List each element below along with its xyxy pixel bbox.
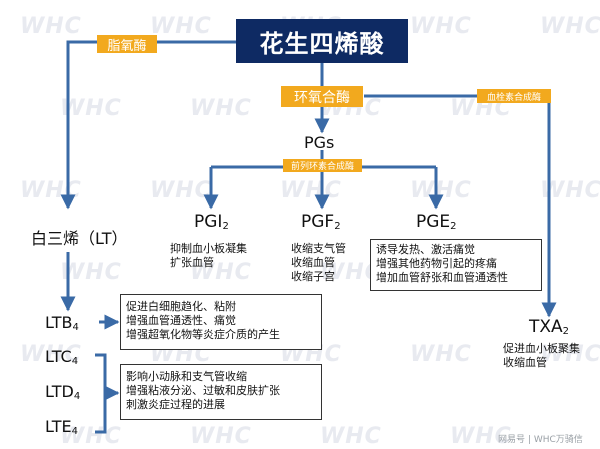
footer-credit: 网易号 | WHC万骑信 [498, 432, 583, 445]
node-pge2: PGE2 [416, 212, 457, 232]
watermark-text: WHC [190, 260, 252, 285]
desc-ltb4-line: 增强血管通透性、痛觉 [126, 314, 236, 327]
node-pge2-subscript: 2 [450, 221, 457, 232]
enzyme-prostaglandin-synthase: 前列环素合成酶 [283, 159, 362, 172]
node-lte4-subscript: 4 [71, 426, 78, 437]
watermark-text: WHC [150, 14, 212, 39]
watermark-text: WHC [20, 14, 82, 39]
watermark-text: WHC [540, 14, 600, 39]
node-pgf2-subscript: 2 [334, 221, 341, 232]
desc-ltcde-line: 增强粘液分泌、过敏和皮肤扩张 [126, 384, 280, 397]
watermark-text: WHC [60, 96, 122, 121]
bracket-ltcde [95, 353, 107, 434]
enzyme-cyclooxygenase: 环氧合酶 [281, 86, 363, 107]
node-txa2-label: TXA [529, 317, 563, 337]
footer-source: 网易号 [498, 435, 526, 445]
node-ltc4: LTC4 [45, 347, 78, 367]
footer-separator: | [527, 435, 531, 445]
title-arachidonic-acid: 花生四烯酸 [236, 19, 408, 63]
arrow-title-to-leukotriene [60, 40, 236, 210]
node-pgi2: PGI2 [194, 212, 229, 232]
node-pgi2-label: PGI [194, 212, 223, 232]
desc-pgi2: 抑制血小板凝集 扩张血管 [170, 242, 247, 270]
desc-txa2: 促进血小板聚集 收缩血管 [503, 342, 580, 370]
node-pgi2-subscript: 2 [222, 221, 229, 232]
desc-pgf2-line: 收缩支气管 [291, 242, 346, 255]
desc-ltcde-box: 影响小动脉和支气管收缩 增强粘液分泌、过敏和皮肤扩张 刺激炎症过程的进展 [120, 364, 322, 420]
desc-ltb4-line: 促进白细胞趋化、粘附 [126, 300, 236, 313]
watermark-text: WHC [190, 96, 252, 121]
desc-pge2-line: 增强其他药物引起的疼痛 [376, 257, 497, 270]
watermark-text: WHC [60, 424, 122, 449]
node-pgf2: PGF2 [301, 212, 341, 232]
node-ltb4-label: LTB [45, 313, 73, 332]
desc-ltb4-line: 增强超氧化物等炎症介质的产生 [126, 328, 280, 341]
watermark-text: WHC [20, 342, 82, 367]
node-lte4: LTE4 [45, 417, 78, 437]
node-ltd4-label: LTD [45, 382, 74, 401]
node-ltc4-subscript: 4 [71, 356, 79, 367]
desc-txa2-line: 促进血小板聚集 [503, 342, 580, 355]
enzyme-lipoxygenase: 脂氧酶 [97, 35, 157, 54]
node-pge2-label: PGE [416, 212, 451, 232]
node-ltc4-label: LTC [45, 347, 72, 366]
watermark-text: WHC [540, 342, 600, 367]
node-pgs: PGs [304, 133, 335, 152]
watermark-text: WHC [410, 342, 472, 367]
footer-account: WHC万骑信 [533, 435, 583, 445]
desc-pgi2-line: 扩张血管 [170, 256, 214, 269]
node-lte4-label: LTE [45, 417, 72, 436]
desc-pgf2-line: 收缩血管 [291, 256, 335, 269]
watermark-text: WHC [280, 178, 342, 203]
node-ltd4-subscript: 4 [73, 391, 81, 402]
node-ltd4: LTD4 [45, 382, 80, 402]
desc-ltcde-line: 刺激炎症过程的进展 [126, 398, 225, 411]
desc-txa2-line: 收缩血管 [503, 356, 547, 369]
desc-pge2-line: 诱导发热、激活痛觉 [376, 243, 475, 256]
watermark-text: WHC [450, 424, 512, 449]
watermark-text: WHC [150, 178, 212, 203]
desc-ltcde-line: 影响小动脉和支气管收缩 [126, 370, 247, 383]
node-ltb4: LTB4 [45, 313, 79, 333]
desc-pgi2-line: 抑制血小板凝集 [170, 242, 247, 255]
desc-pgf2-line: 收缩子宫 [291, 270, 335, 283]
watermark-text: WHC [60, 260, 122, 285]
node-txa2: TXA2 [529, 317, 569, 337]
desc-pgf2: 收缩支气管 收缩血管 收缩子宫 [291, 242, 346, 284]
watermark-text: WHC [320, 424, 382, 449]
watermark-text: WHC [190, 424, 252, 449]
desc-pge2-box: 诱导发热、激活痛觉 增强其他药物引起的疼痛 增加血管舒张和血管通透性 [370, 239, 542, 291]
watermark-text: WHC [410, 14, 472, 39]
enzyme-thromboxane-synthase: 血栓素合成酶 [477, 89, 551, 103]
desc-pge2-line: 增加血管舒张和血管通透性 [376, 271, 508, 284]
desc-ltb4-box: 促进白细胞趋化、粘附 增强血管通透性、痛觉 增强超氧化物等炎症介质的产生 [120, 294, 322, 350]
node-txa2-subscript: 2 [562, 326, 570, 337]
node-ltb4-subscript: 4 [72, 322, 79, 333]
node-leukotriene: 白三烯（LT） [31, 229, 128, 248]
node-pgf2-label: PGF [301, 212, 335, 232]
